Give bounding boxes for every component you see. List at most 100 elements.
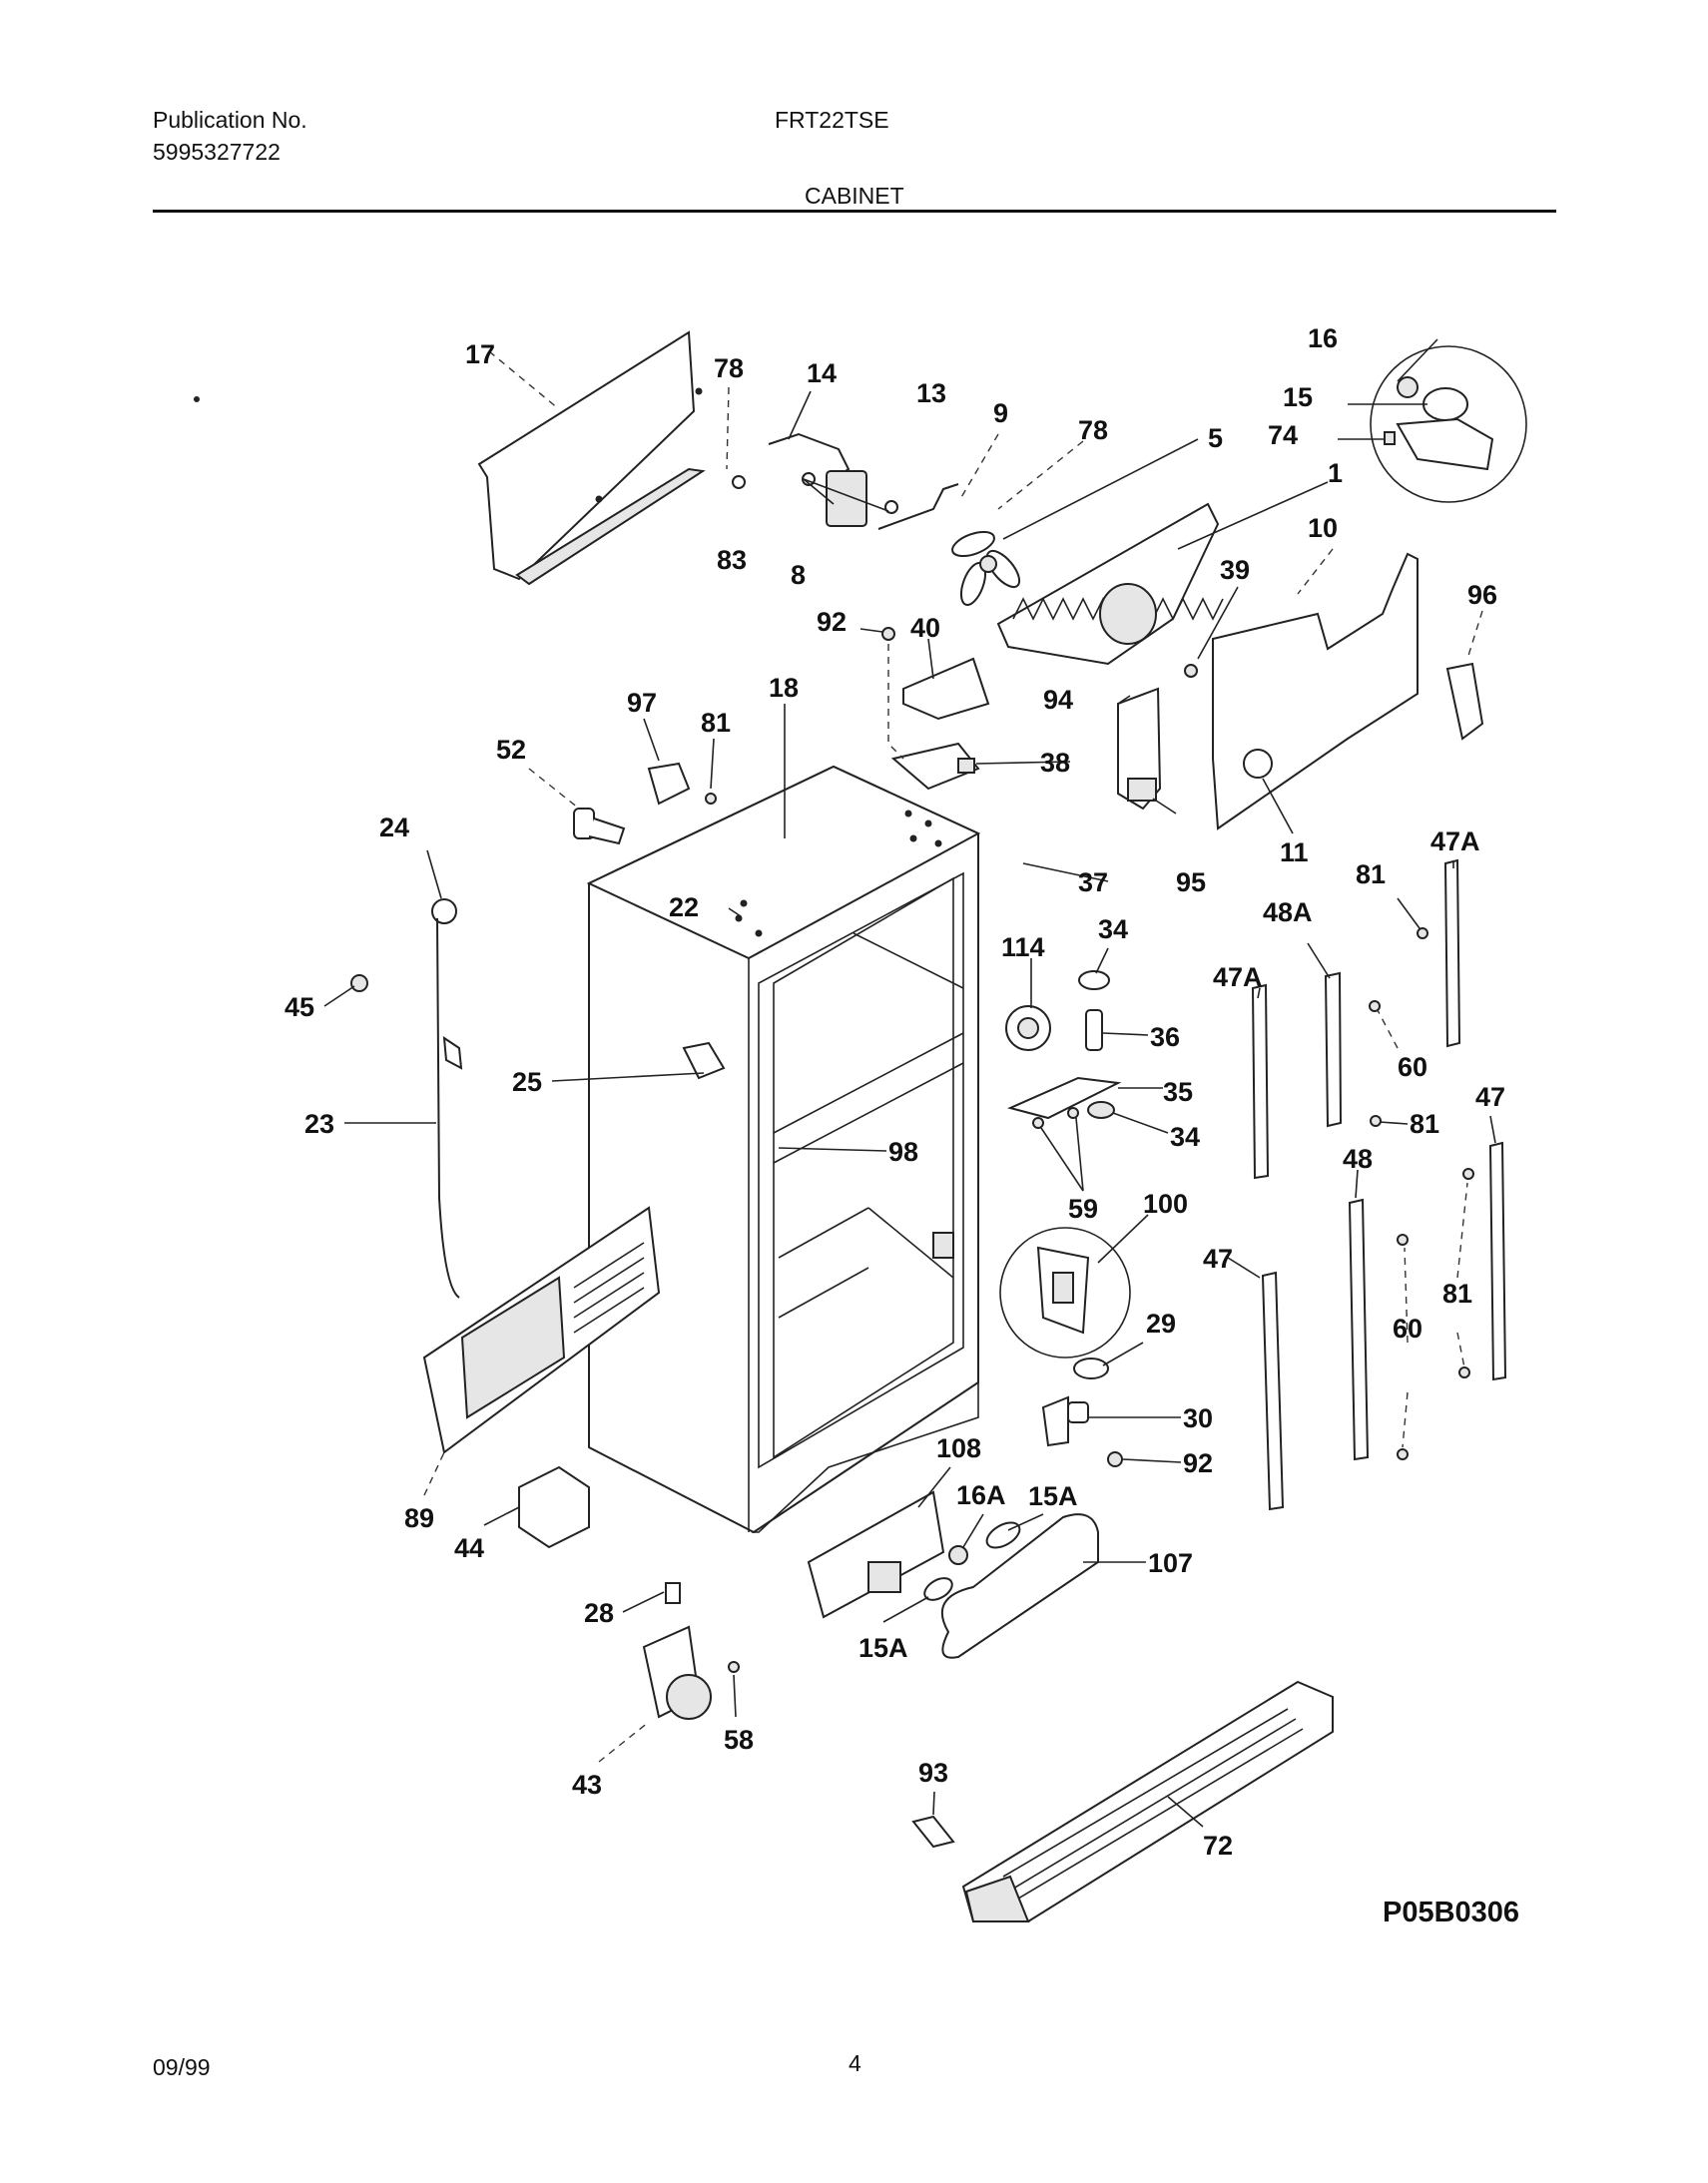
callout-74: 74 <box>1268 420 1298 450</box>
model-number: FRT22TSE <box>775 107 889 133</box>
publication-label: Publication No. <box>153 107 307 133</box>
callout-5: 5 <box>1208 423 1223 453</box>
callout-48A: 48A <box>1263 897 1313 927</box>
callout-81-c: 81 <box>1410 1109 1439 1139</box>
callout-48: 48 <box>1343 1144 1373 1174</box>
callout-34: 34 <box>1098 914 1128 944</box>
refrigerator-cabinet-part <box>586 765 981 1534</box>
callout-18: 18 <box>769 673 799 703</box>
callout-8: 8 <box>791 560 806 590</box>
bracket-97-part <box>647 762 717 806</box>
callout-47A: 47A <box>1430 826 1480 856</box>
callout-60: 60 <box>1398 1052 1427 1082</box>
callout-44: 44 <box>454 1533 484 1563</box>
callout-36: 36 <box>1150 1022 1180 1052</box>
callout-60-b: 60 <box>1393 1314 1423 1344</box>
callout-95: 95 <box>1176 867 1206 897</box>
footer-date: 09/99 <box>153 2054 211 2080</box>
callout-59: 59 <box>1068 1194 1098 1224</box>
callout-labels: 17 78 14 13 9 78 5 16 15 74 1 83 8 10 39… <box>285 323 1519 1928</box>
callout-47-b: 47 <box>1203 1244 1233 1274</box>
callout-72: 72 <box>1203 1831 1233 1861</box>
callout-17: 17 <box>465 339 495 369</box>
callout-25: 25 <box>512 1067 542 1097</box>
callout-24: 24 <box>379 813 409 842</box>
callout-1: 1 <box>1328 458 1343 488</box>
callout-29: 29 <box>1146 1309 1176 1339</box>
callout-13: 13 <box>916 378 946 408</box>
callout-96: 96 <box>1467 580 1497 610</box>
callout-15A: 15A <box>1028 1481 1078 1511</box>
machine-compartment-cover-part <box>422 1206 661 1454</box>
callout-47: 47 <box>1475 1082 1505 1112</box>
callout-108: 108 <box>936 1433 981 1463</box>
thermostat-part-114 <box>1005 1005 1051 1051</box>
callout-15A-b: 15A <box>858 1633 908 1663</box>
callout-52: 52 <box>496 735 526 765</box>
callout-30: 30 <box>1183 1403 1213 1433</box>
diffuser-bracket-part <box>881 627 990 791</box>
callout-78: 78 <box>714 353 744 383</box>
callout-37: 37 <box>1078 867 1108 897</box>
callout-45: 45 <box>285 992 314 1022</box>
leader-lines <box>323 338 1496 1828</box>
callout-15: 15 <box>1283 382 1313 412</box>
fan-blade-part <box>951 530 1021 606</box>
part-96 <box>1445 662 1484 741</box>
callout-97: 97 <box>627 688 657 718</box>
callout-100: 100 <box>1143 1189 1188 1219</box>
toe-grille-part <box>961 1680 1334 1922</box>
callout-14: 14 <box>807 358 837 388</box>
top-hinge-assembly-part <box>1006 970 1122 1129</box>
bottom-hinge-part <box>1041 1358 1123 1467</box>
callout-23: 23 <box>304 1109 334 1139</box>
stray-dot <box>194 396 200 402</box>
callout-47A-b: 47A <box>1213 962 1263 992</box>
part-52 <box>573 808 626 845</box>
callout-40: 40 <box>910 613 940 643</box>
callout-43: 43 <box>572 1770 602 1800</box>
part-93 <box>911 1815 955 1849</box>
page-number: 4 <box>849 2050 861 2076</box>
callout-38: 38 <box>1040 748 1070 778</box>
fan-motor-assembly-part <box>732 432 959 530</box>
section-title: CABINET <box>805 183 904 209</box>
callout-89: 89 <box>404 1503 434 1533</box>
switch-detail-part-100 <box>999 1227 1131 1359</box>
tube-assembly-part <box>350 898 726 1299</box>
callout-35: 35 <box>1163 1077 1193 1107</box>
callout-94: 94 <box>1043 685 1073 715</box>
callout-39: 39 <box>1220 555 1250 585</box>
callout-9: 9 <box>993 398 1008 428</box>
callout-81-b: 81 <box>1356 859 1386 889</box>
air-damper-part <box>1117 687 1162 811</box>
callout-92-b: 92 <box>1183 1448 1213 1478</box>
callout-93: 93 <box>918 1758 948 1788</box>
callout-92: 92 <box>817 607 847 637</box>
evaporator-cover-part <box>477 330 706 586</box>
door-rails-part <box>1251 858 1507 1511</box>
lower-light-assembly-part <box>807 1490 1099 1659</box>
roller-assembly-part <box>642 1582 740 1720</box>
callout-34-b: 34 <box>1170 1122 1200 1152</box>
callout-10: 10 <box>1308 513 1338 543</box>
callout-81-d: 81 <box>1442 1279 1472 1309</box>
drawing-code: P05B0306 <box>1383 1897 1519 1928</box>
light-assembly-detail-part <box>1370 345 1527 503</box>
callout-78-b: 78 <box>1078 415 1108 445</box>
callout-16: 16 <box>1308 323 1338 353</box>
callout-98: 98 <box>888 1137 918 1167</box>
callout-28: 28 <box>584 1598 614 1628</box>
publication-number: 5995327722 <box>153 139 281 165</box>
header-rule <box>153 210 1556 213</box>
callout-11: 11 <box>1280 837 1309 867</box>
callout-114: 114 <box>1001 932 1045 962</box>
callout-58: 58 <box>724 1725 754 1755</box>
part-44 <box>518 1465 590 1549</box>
callout-22: 22 <box>669 892 699 922</box>
callout-81: 81 <box>701 708 731 738</box>
evaporator-grille-part <box>996 502 1224 666</box>
callout-16A: 16A <box>956 1480 1006 1510</box>
callout-83: 83 <box>717 545 747 575</box>
